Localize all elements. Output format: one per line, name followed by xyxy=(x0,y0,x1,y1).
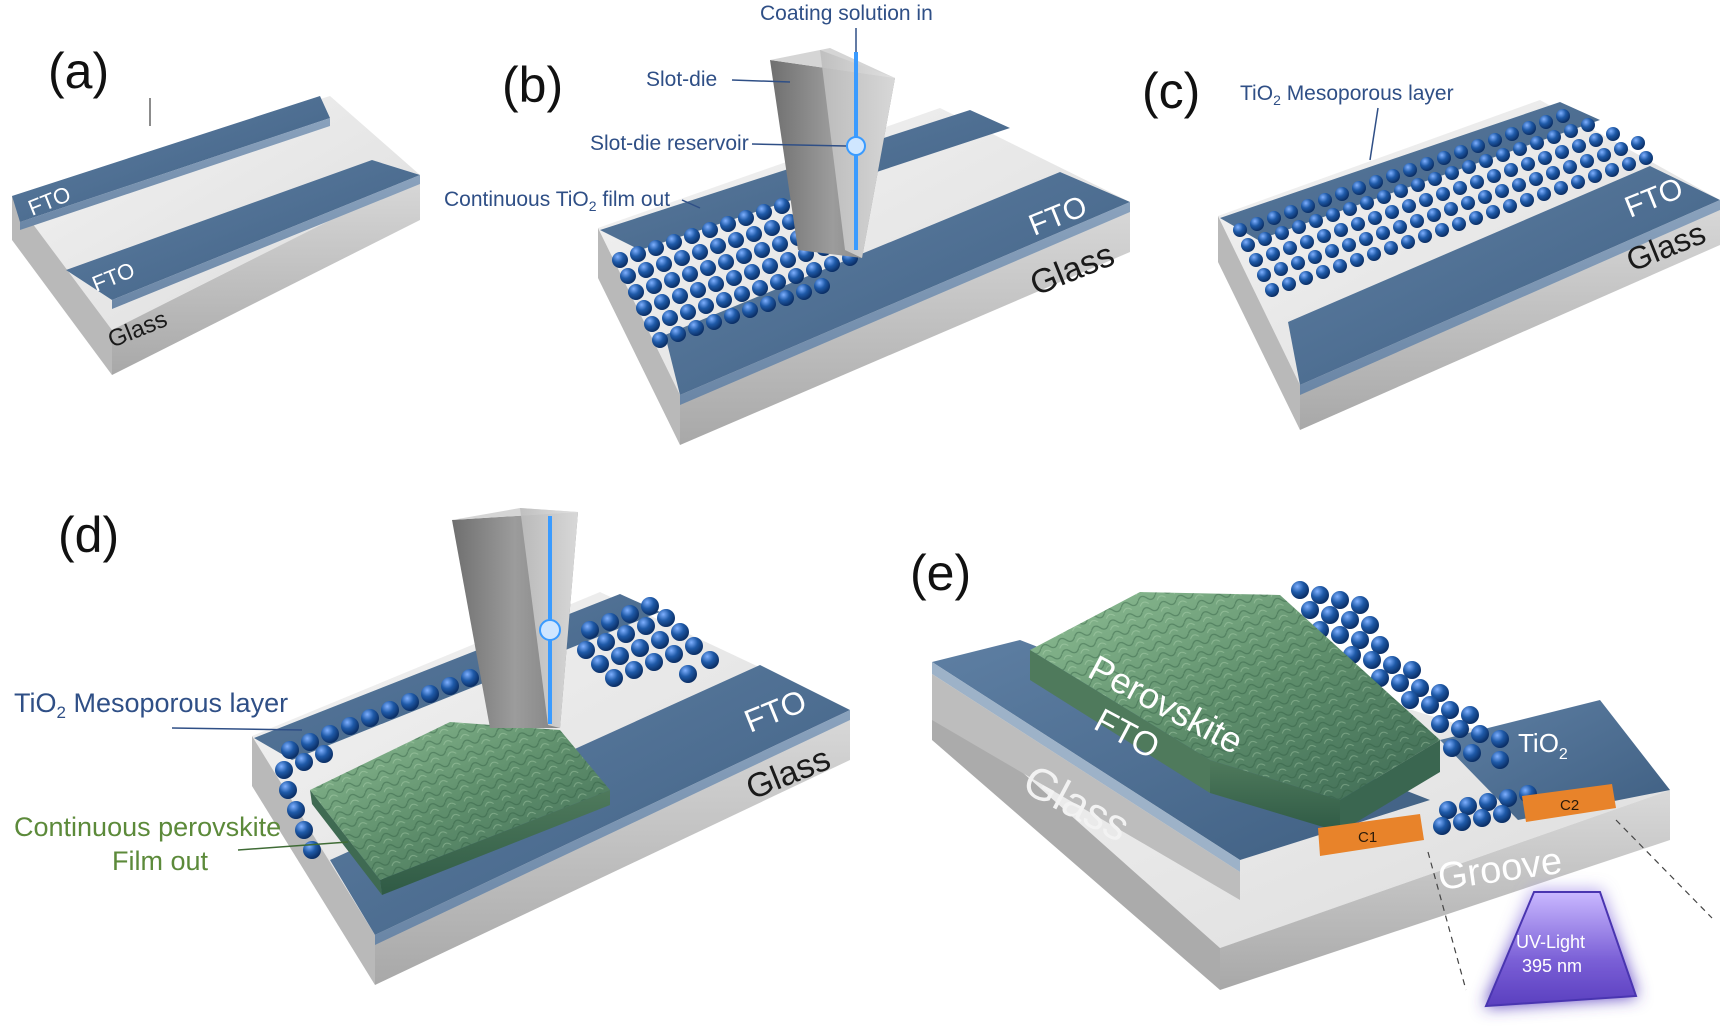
panel-b-coating-solution-label: Coating solution in xyxy=(760,2,933,25)
panel-d-reservoir-icon xyxy=(539,619,561,641)
panel-b-reservoir-leader xyxy=(751,143,847,147)
panel-a-glass-left xyxy=(12,196,112,375)
panel-d-glass-front xyxy=(375,710,850,985)
panel-a: (a) FTO FTO Glass xyxy=(12,43,420,375)
panel-e-perovskite xyxy=(1030,592,1440,832)
panel-a-fto-back-edge xyxy=(20,118,330,230)
panel-e-contact-c1: C1 xyxy=(1318,814,1424,856)
panel-d: (d) TiO2 Mesoporous layer xyxy=(14,507,850,985)
panel-e: (e) xyxy=(910,545,1713,1008)
panel-c-layer-label: TiO2 Mesoporous layer xyxy=(1240,82,1454,108)
panel-d-tio2-spheres xyxy=(275,597,719,859)
panel-d-glass-left xyxy=(252,736,375,985)
panel-e-fto-left-edge xyxy=(932,662,1240,872)
panel-d-perovskite-film xyxy=(310,722,610,895)
panel-d-fto-front-edge xyxy=(375,710,850,945)
panel-b-slot-die xyxy=(770,48,895,258)
panel-d-layer-leader xyxy=(171,727,303,731)
panel-c: (c) TiO2 Mesoporous layer FTO Glass xyxy=(1142,63,1720,430)
panel-e-dash-right xyxy=(1615,819,1713,919)
panel-b-glass-front xyxy=(680,202,1130,445)
panel-a-fto-front xyxy=(66,160,420,300)
panel-c-glass-front xyxy=(1300,200,1720,430)
panel-d-slot-die xyxy=(452,508,578,728)
panel-a-fto-front-edge xyxy=(112,175,420,309)
panel-b-label: (b) xyxy=(502,57,563,113)
panel-e-uv-light xyxy=(1484,891,1638,1008)
panel-b-reservoir-label: Slot-die reservoir xyxy=(590,132,749,155)
panel-e-dash-left xyxy=(1427,851,1467,991)
panel-a-fto-back xyxy=(12,96,330,222)
panel-c-label: (c) xyxy=(1142,63,1200,119)
panel-e-glass-front xyxy=(1220,790,1670,990)
panel-a-glass-front xyxy=(112,175,420,375)
panel-b-film-out-label: Continuous TiO2 film out xyxy=(444,188,670,214)
panel-d-perovskite-leader xyxy=(237,841,349,851)
panel-b-fto-front xyxy=(665,172,1130,395)
panel-e-c2-label: C2 xyxy=(1560,797,1579,814)
panel-b-glass-left xyxy=(598,228,680,445)
panel-e-label: (e) xyxy=(910,545,971,601)
panel-d-perovskite-label-2: Film out xyxy=(112,846,209,876)
panel-d-label: (d) xyxy=(58,507,119,563)
panel-b-fto-front-edge xyxy=(680,202,1130,405)
panel-e-tio2-spheres xyxy=(1291,581,1537,835)
panel-e-glass-left xyxy=(932,692,1220,990)
panel-d-perovskite-label-1: Continuous perovskite xyxy=(14,812,281,842)
panel-d-layer-label: TiO2 Mesoporous layer xyxy=(14,688,288,722)
panel-b-slot-die-label: Slot-die xyxy=(646,68,717,91)
panel-b: (b) xyxy=(444,2,1130,445)
panel-e-c1-label: C1 xyxy=(1358,829,1377,846)
panel-e-uv-label-1: UV-Light xyxy=(1516,932,1585,952)
panel-b-slot-die-leader xyxy=(731,79,791,83)
panel-e-tio2-label: TiO2 xyxy=(1518,728,1568,763)
panel-c-tio2-spheres xyxy=(1233,109,1653,297)
panel-e-contact-c2: C2 xyxy=(1522,784,1616,822)
panel-b-reservoir-icon xyxy=(846,136,866,156)
panel-c-fto-front xyxy=(1288,166,1720,385)
panel-b-film-out-leader xyxy=(681,199,701,209)
panel-c-layer-leader xyxy=(1369,107,1379,161)
panel-e-glass-side-band xyxy=(932,674,1240,900)
panel-e-uv-label-2: 395 nm xyxy=(1522,956,1582,976)
panel-c-fto-front-edge xyxy=(1300,200,1720,395)
panel-c-glass-left xyxy=(1218,216,1300,430)
panel-a-label: (a) xyxy=(48,43,109,99)
